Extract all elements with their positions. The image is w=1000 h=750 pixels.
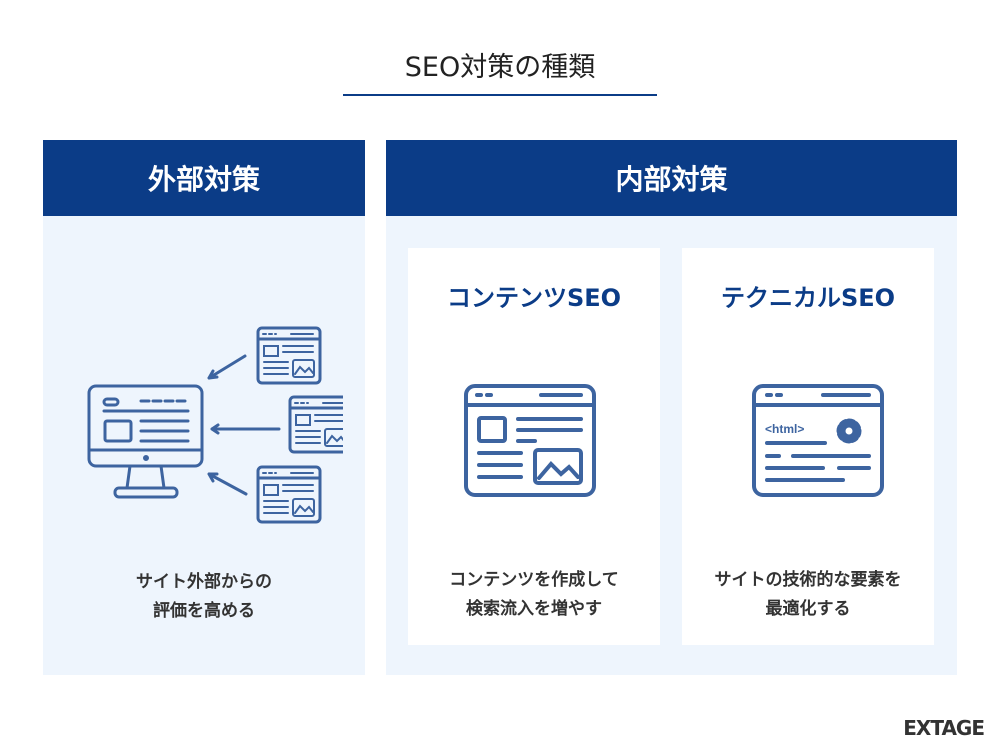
desc-line: サイトの技術的な要素を: [714, 570, 902, 590]
desc-line: 評価を高める: [153, 601, 255, 621]
content-seo-card: コンテンツSEO コンテンツを作成して 検索流入を増やす: [408, 248, 660, 645]
desc-line: 最適化する: [765, 599, 851, 619]
card-desc: サイトの技術的な要素を 最適化する: [682, 566, 934, 624]
monitor-links-icon: [87, 326, 343, 524]
desc-line: サイト外部からの: [136, 572, 272, 592]
html-tag-text: <html>: [765, 422, 804, 436]
external-desc: サイト外部からの 評価を高める: [43, 568, 365, 626]
card-desc: コンテンツを作成して 検索流入を増やす: [408, 566, 660, 624]
external-header: 外部対策: [43, 140, 365, 216]
technical-seo-card: テクニカルSEO <html> サイトの技術的な要素を 最適化する: [682, 248, 934, 645]
desc-line: 検索流入を増やす: [466, 599, 602, 619]
content-page-icon: [464, 384, 596, 497]
desc-line: コンテンツを作成して: [449, 570, 619, 590]
card-title: テクニカルSEO: [720, 284, 896, 312]
extage-logo: EXTAGE: [903, 716, 985, 740]
external-panel: 外部対策 サイト外部からの 評価を高める: [43, 140, 365, 675]
internal-header: 内部対策: [386, 140, 957, 216]
card-title: コンテンツSEO: [446, 284, 622, 312]
title-underline: [343, 94, 657, 96]
html-settings-icon: <html>: [752, 384, 884, 497]
page-title: SEO対策の種類: [404, 52, 596, 83]
